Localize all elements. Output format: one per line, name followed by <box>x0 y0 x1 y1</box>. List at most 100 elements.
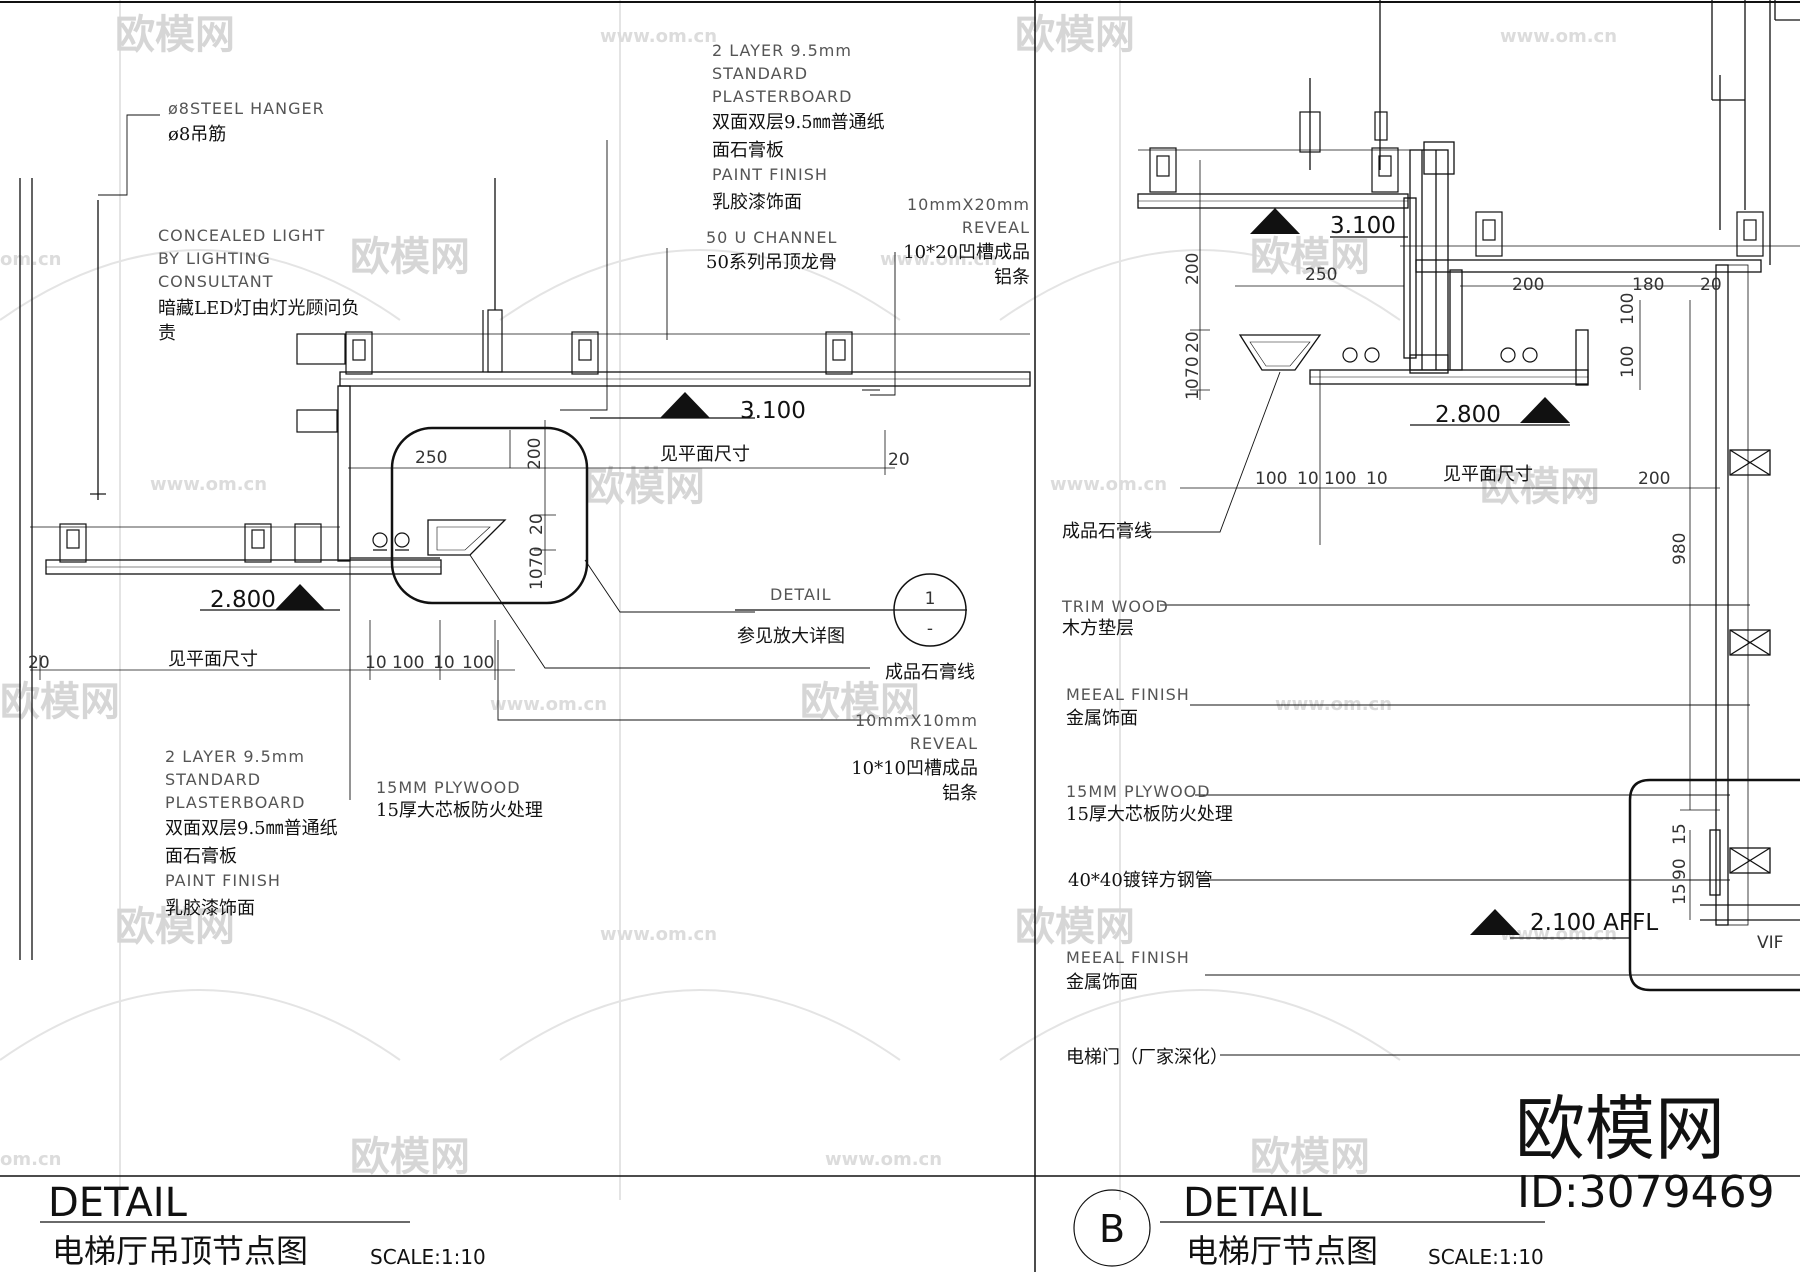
level-low-left: 2.800 <box>210 587 276 613</box>
label-light-zh-1: 暗藏LED灯由灯光顾问负 <box>158 298 360 319</box>
dim-b10a: 10 <box>365 653 387 673</box>
dim-180-right: 180 <box>1632 275 1664 295</box>
label-metal2-en: MEEAL FINISH <box>1066 948 1190 967</box>
dim-b100a: 100 <box>392 653 424 673</box>
label-metal1-zh: 金属饰面 <box>1066 708 1138 729</box>
label-plywood-en-right: 15MM PLYWOOD <box>1066 782 1211 801</box>
label-gypsum-line-left: 成品石膏线 <box>885 661 975 683</box>
watermark-brand: 欧模网 <box>350 234 470 280</box>
label-paint-top-en: PAINT FINISH <box>712 165 828 184</box>
label-paint-bot-zh: 乳胶漆饰面 <box>165 898 255 919</box>
label-hanger-en: ø8STEEL HANGER <box>168 99 325 118</box>
label-gypsum-line-right: 成品石膏线 <box>1062 520 1152 542</box>
dim-h10a-right: 10 <box>1297 469 1319 489</box>
left-annotations: ø8STEEL HANGER ø8吊筋 CONCEALED LIGHT BY L… <box>28 41 1030 919</box>
dim-v70-right: 70 <box>1183 356 1203 378</box>
dim-10-left: 10 <box>527 568 547 590</box>
dim-90-right: 90 <box>1670 858 1690 880</box>
dim-v10-right: 10 <box>1183 378 1203 400</box>
label-board-bot-zh-1: 双面双层9.5㎜普通纸 <box>165 818 338 839</box>
label-metal1-en: MEEAL FINISH <box>1066 685 1190 704</box>
dim-20-left: 20 <box>527 513 547 535</box>
label-hanger-zh: ø8吊筋 <box>168 124 226 145</box>
label-channel-en: 50 U CHANNEL <box>706 228 837 247</box>
watermark-brand: 欧模网 <box>1250 1134 1370 1180</box>
level-high-right: 3.100 <box>1330 213 1396 239</box>
watermark-url: www.om.cn <box>1500 924 1617 945</box>
label-reveal-top-zh-2: 铝条 <box>994 267 1030 288</box>
dim-b10b: 10 <box>433 653 455 673</box>
label-trim-zh: 木方垫层 <box>1062 618 1134 639</box>
left-title-block: DETAIL 电梯厅吊顶节点图 SCALE:1:10 <box>48 1180 486 1270</box>
dim-980-right: 980 <box>1670 533 1690 565</box>
dim-200-left: 200 <box>525 438 545 470</box>
dim-200b-right: 200 <box>1638 469 1670 489</box>
label-board-bot-zh-2: 面石膏板 <box>165 845 237 867</box>
brand-watermark: 欧模网 ID:3079469 <box>1515 1088 1775 1218</box>
label-plywood-zh-right: 15厚大芯板防火处理 <box>1066 804 1233 825</box>
watermark-brand: 欧模网 <box>1480 464 1600 510</box>
watermark-url: www.om.cn <box>150 474 267 495</box>
detail-bubble-sheet: - <box>927 619 933 639</box>
watermark-brand: 欧模网 <box>1250 234 1370 280</box>
title-scale-left: SCALE:1:10 <box>370 1245 486 1269</box>
label-light-zh-2: 责 <box>158 323 176 344</box>
label-light-en-1: CONCEALED LIGHT <box>158 226 325 245</box>
watermark-url: om.cn <box>0 1149 61 1170</box>
watermark-url: om.cn <box>0 249 61 270</box>
label-paint-bot-en: PAINT FINISH <box>165 871 281 890</box>
watermark-brand: 欧模网 <box>0 679 120 725</box>
watermark-url: www.om.cn <box>825 1149 942 1170</box>
watermark-layer <box>0 0 1401 1200</box>
level-high-left: 3.100 <box>740 398 806 424</box>
dim-250-left: 250 <box>415 448 447 468</box>
dim-b100b: 100 <box>462 653 494 673</box>
label-board-top-zh-2: 面石膏板 <box>712 139 784 161</box>
label-board-bot-en-3: PLASTERBOARD <box>165 793 305 812</box>
label-board-bot-en-2: STANDARD <box>165 770 261 789</box>
label-see-plan-2: 见平面尺寸 <box>168 649 258 670</box>
watermark-brand: 欧模网 <box>115 12 235 58</box>
title-circle-right: B <box>1099 1207 1125 1251</box>
label-vif: VIF <box>1757 933 1783 953</box>
watermark-brand: 欧模网 <box>1015 12 1135 58</box>
label-detail-zh: 参见放大详图 <box>737 626 845 647</box>
level-door-right: 2.100 AFFL <box>1530 910 1658 936</box>
dim-h100b-right: 100 <box>1324 469 1356 489</box>
brand-id: ID:3079469 <box>1517 1167 1775 1218</box>
label-reveal-top-en-1: 10mmX20mm <box>907 195 1030 214</box>
label-board-top-en-2: STANDARD <box>712 64 808 83</box>
watermark-url: www.om.cn <box>1275 694 1392 715</box>
label-reveal-top-en-2: REVEAL <box>962 218 1030 237</box>
title-detail-right: DETAIL <box>1183 1180 1323 1226</box>
dim-70-left: 70 <box>527 546 547 568</box>
title-name-left: 电梯厅吊顶节点图 <box>52 1232 308 1270</box>
dim-h10b-right: 10 <box>1366 469 1388 489</box>
dim-250-right: 250 <box>1305 265 1337 285</box>
label-reveal-top-zh-1: 10*20凹槽成品 <box>903 242 1030 263</box>
watermark-brand: 欧模网 <box>115 904 235 950</box>
watermark-url: www.om.cn <box>1050 474 1167 495</box>
dim-20c-left: 20 <box>28 653 50 673</box>
label-steel-tube: 40*40镀锌方钢管 <box>1068 870 1213 891</box>
label-channel-zh: 50系列吊顶龙骨 <box>706 252 837 273</box>
dim-20b-left: 20 <box>888 450 910 470</box>
label-reveal-bot-en-1: 10mmX10mm <box>855 711 978 730</box>
label-plywood-zh-left: 15厚大芯板防火处理 <box>376 800 543 821</box>
watermark-brand: 欧模网 <box>350 1134 470 1180</box>
label-board-bot-en-1: 2 LAYER 9.5mm <box>165 747 305 766</box>
watermark-url: www.om.cn <box>490 694 607 715</box>
label-board-top-zh-1: 双面双层9.5㎜普通纸 <box>712 112 885 133</box>
dim-15a-right: 15 <box>1670 823 1690 845</box>
watermark-brand: 欧模网 <box>800 679 920 725</box>
label-reveal-bot-zh-2: 铝条 <box>942 783 978 804</box>
right-annotations: 3.100 2.800 2.100 AFFL 250 200 180 20 20… <box>1061 213 1783 1068</box>
watermark-brand: 欧模网 <box>585 464 705 510</box>
dim-200v-right: 200 <box>1183 253 1203 285</box>
label-light-en-3: CONSULTANT <box>158 272 274 291</box>
watermark-url: www.om.cn <box>1500 26 1617 47</box>
dim-v20-right: 20 <box>1183 331 1203 353</box>
title-detail-left: DETAIL <box>48 1180 188 1226</box>
label-light-en-2: BY LIGHTING <box>158 249 271 268</box>
